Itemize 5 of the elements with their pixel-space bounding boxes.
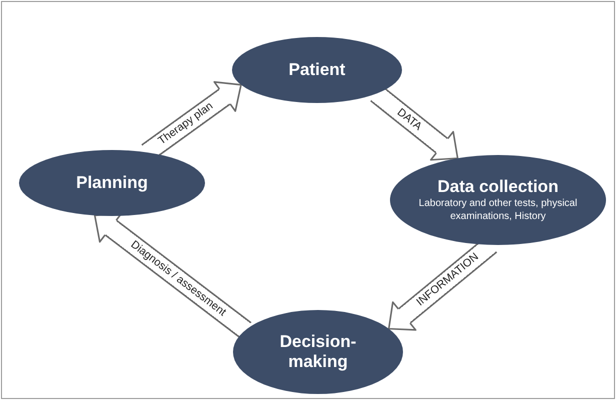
node-title: Data collection xyxy=(438,176,558,196)
node-title: Planning xyxy=(76,173,148,193)
node-title: Patient xyxy=(288,60,346,80)
node-title: Decision-making xyxy=(278,332,358,372)
node-description: Laboratory and other tests, physical examinations, History xyxy=(418,198,578,224)
